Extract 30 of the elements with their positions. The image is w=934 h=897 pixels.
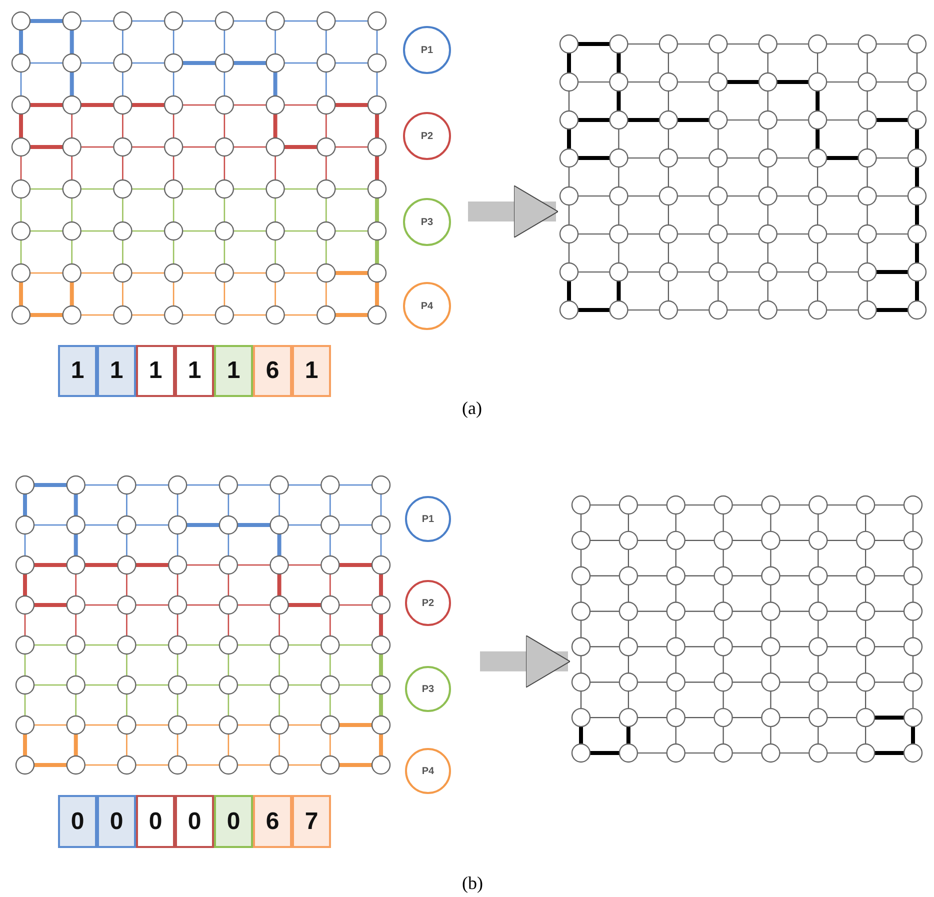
partition-circle: P1 <box>405 496 451 542</box>
table-cell: 1 <box>292 345 331 397</box>
table-cell: 0 <box>58 795 97 848</box>
table-cell: 6 <box>253 345 292 397</box>
arrow <box>480 634 570 688</box>
partition-circle: P2 <box>403 112 451 160</box>
partition-circle: P2 <box>405 580 451 626</box>
node-grid-drawing <box>10 10 388 326</box>
arrow <box>468 185 558 238</box>
table-cell: 1 <box>136 345 175 397</box>
node-grid-drawing <box>14 474 392 776</box>
node-grid-drawing <box>558 33 928 321</box>
table-cell: 7 <box>292 795 331 848</box>
partition-circle: P4 <box>403 282 451 330</box>
partition-circle: P3 <box>403 198 451 246</box>
table-cell: 1 <box>175 345 214 397</box>
table-cell: 0 <box>214 795 253 848</box>
panel-label: (b) <box>462 873 483 894</box>
table-cell: 0 <box>136 795 175 848</box>
table-cell: 0 <box>97 795 136 848</box>
panel-label: (a) <box>462 398 482 419</box>
partition-circle: P4 <box>405 748 451 794</box>
table-cell: 1 <box>214 345 253 397</box>
table-cell: 0 <box>175 795 214 848</box>
partition-circle: P3 <box>405 666 451 712</box>
node-grid-drawing <box>570 494 924 764</box>
table-cell: 6 <box>253 795 292 848</box>
partition-circle: P1 <box>403 26 451 74</box>
table-cell: 1 <box>97 345 136 397</box>
table-cell: 1 <box>58 345 97 397</box>
